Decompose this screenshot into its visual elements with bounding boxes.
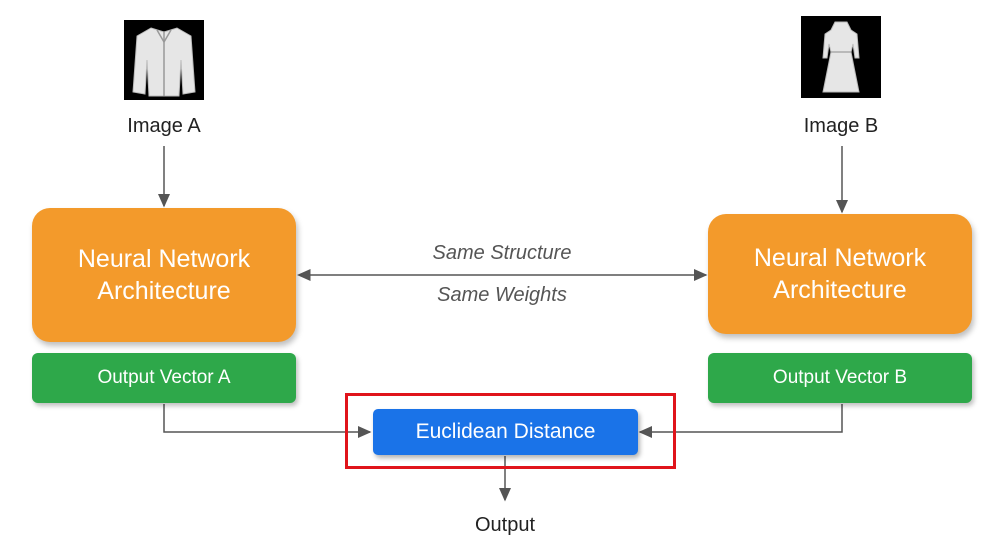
image-a-thumbnail <box>124 20 204 100</box>
neural-network-a: Neural Network Architecture <box>32 208 296 342</box>
neural-network-a-line2: Architecture <box>97 277 231 305</box>
neural-network-b-line2: Architecture <box>773 276 907 304</box>
neural-network-b-line1: Neural Network <box>753 244 927 272</box>
output-label: Output <box>474 514 536 536</box>
image-a-label: Image A <box>127 115 201 137</box>
neural-network-a-line1: Neural Network <box>77 245 251 273</box>
image-b-label: Image B <box>803 115 879 137</box>
highlight-frame <box>345 393 676 469</box>
neural-network-b: Neural Network Architecture <box>708 214 972 334</box>
jacket-icon <box>132 27 196 97</box>
arrow-output-b-to-distance <box>638 404 843 438</box>
dress-icon <box>822 21 860 93</box>
euclidean-distance-box: Euclidean Distance <box>373 409 638 455</box>
image-b-thumbnail <box>801 16 881 98</box>
output-vector-b: Output Vector B <box>708 353 972 403</box>
output-vector-a: Output Vector A <box>32 353 296 403</box>
arrow-output-a-to-distance <box>163 404 372 438</box>
same-weights-label: Same Weights <box>437 284 567 306</box>
same-structure-label: Same Structure <box>432 242 572 264</box>
